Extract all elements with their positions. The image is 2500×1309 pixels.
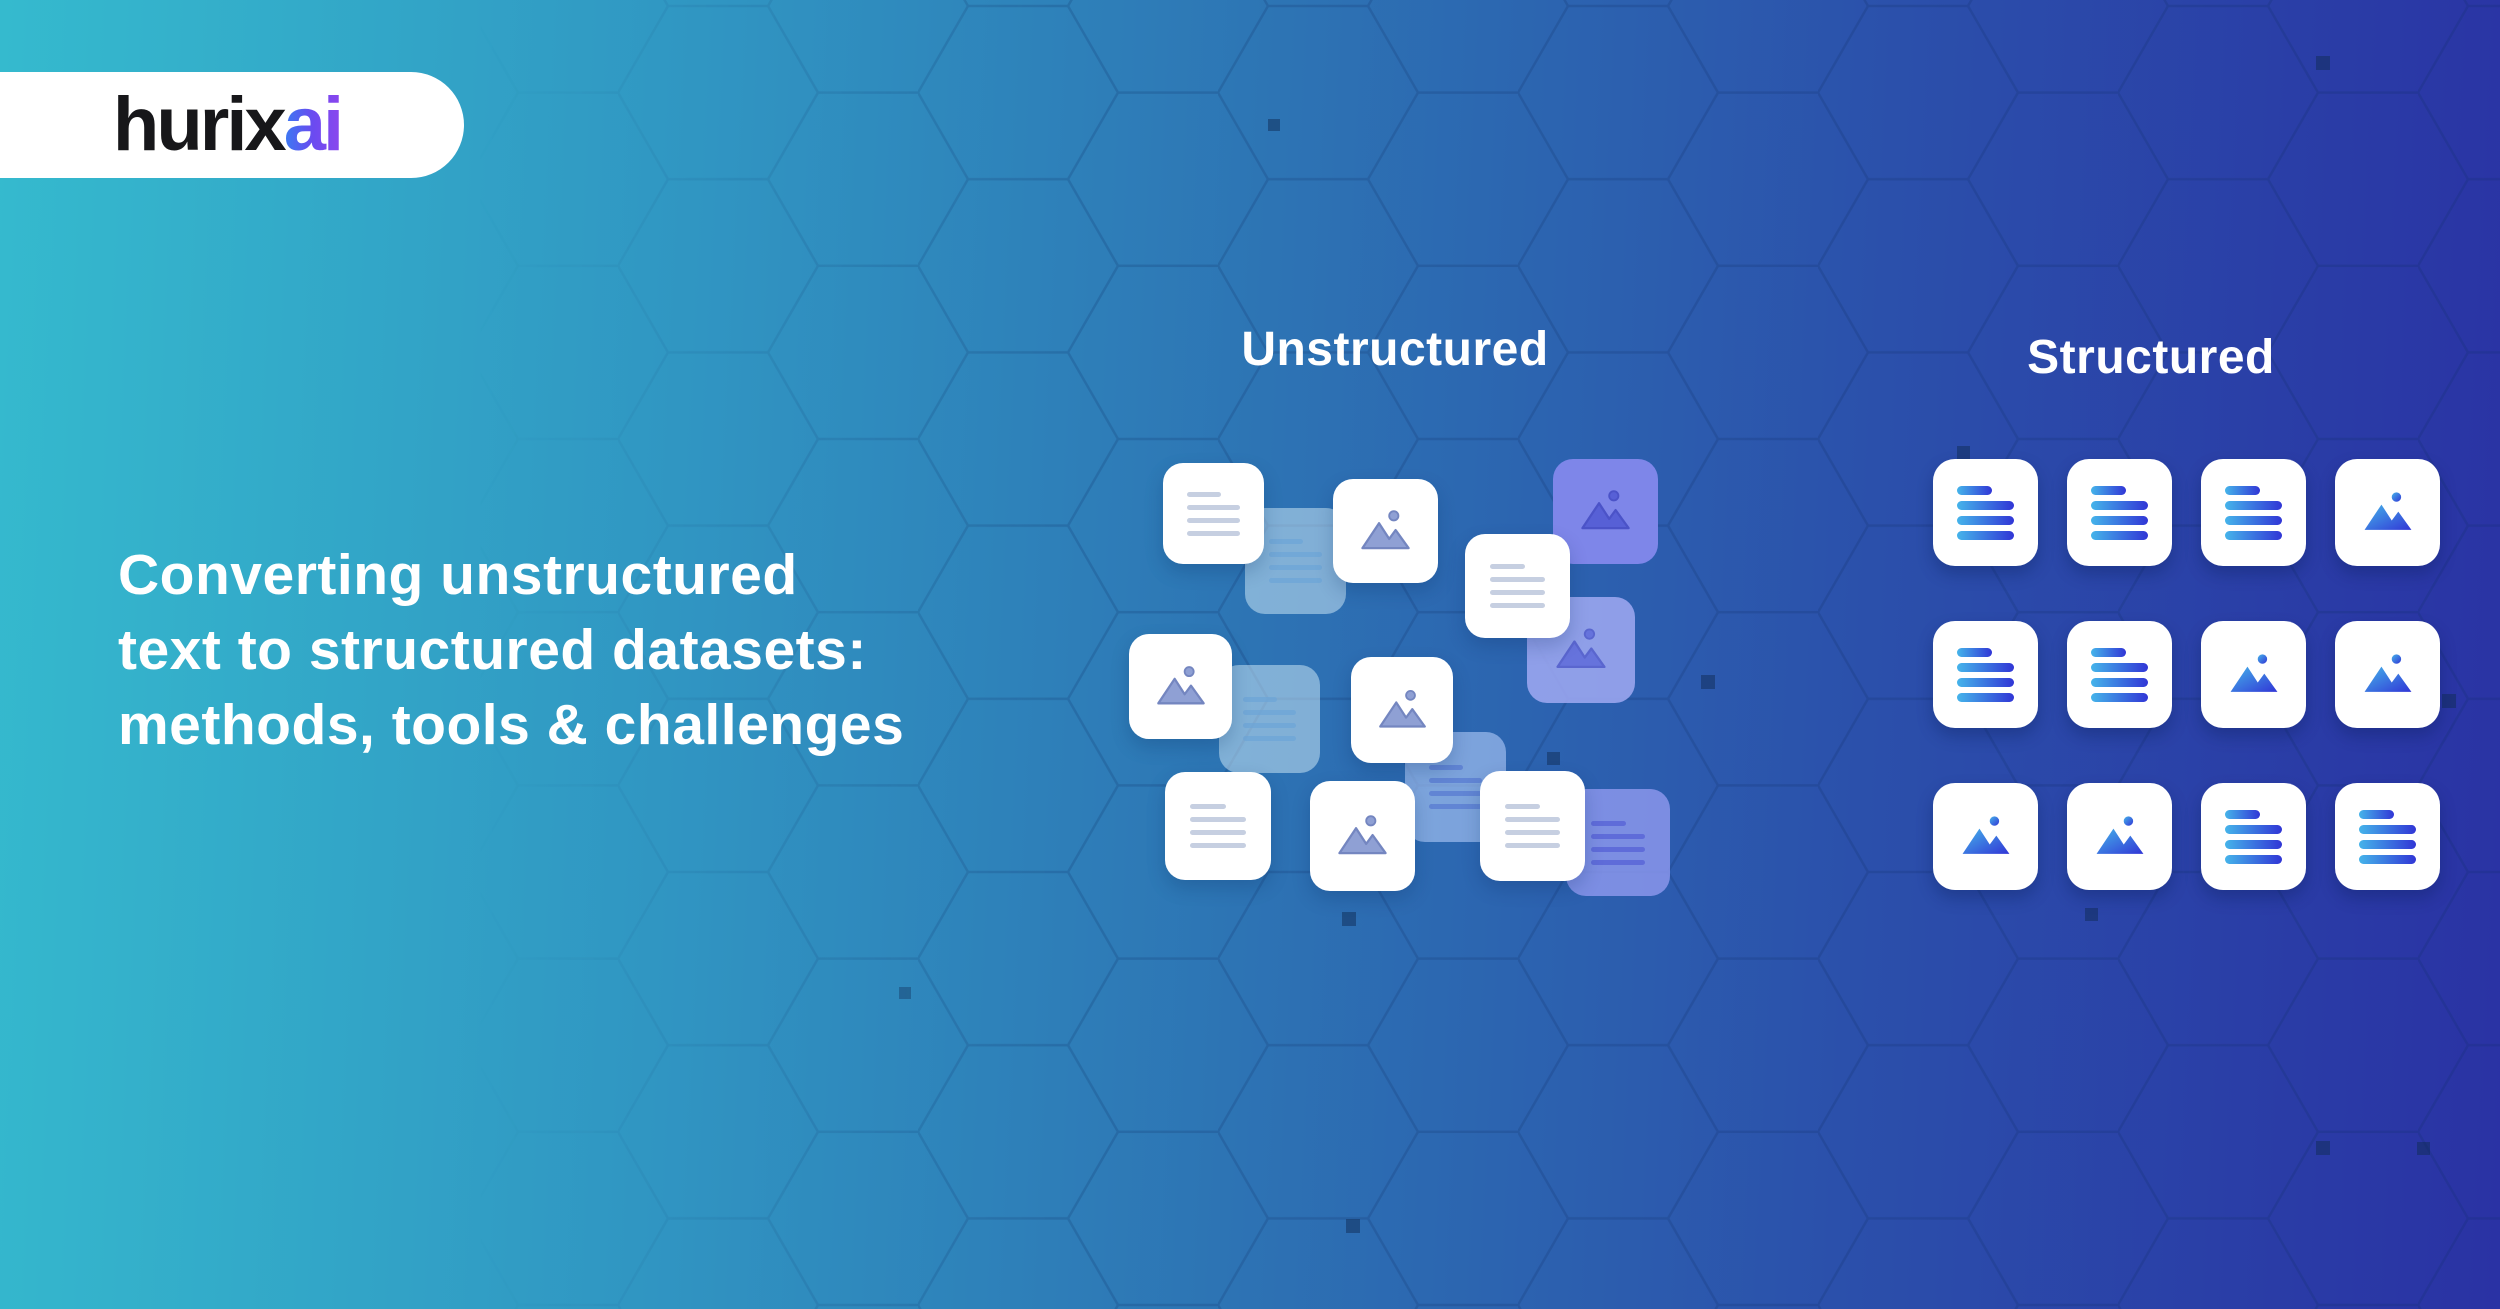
text-lines-icon <box>1956 645 2015 705</box>
text-lines-icon <box>1956 483 2015 543</box>
title-line-1: Converting unstructured <box>118 543 798 607</box>
image-icon <box>2364 653 2411 692</box>
unstructured-card-text <box>1219 665 1320 773</box>
structured-card-text <box>1933 459 2038 566</box>
image-icon <box>1378 689 1426 728</box>
image-icon <box>2230 653 2277 692</box>
unstructured-card-image <box>1129 634 1232 739</box>
structured-card-image <box>2067 783 2172 890</box>
text-lines-icon <box>1590 817 1646 869</box>
structured-card-image <box>2335 459 2440 566</box>
structured-card-text <box>2335 783 2440 890</box>
brand-name: hurix <box>112 82 287 167</box>
text-lines-icon <box>2090 483 2149 543</box>
text-lines-icon <box>2224 483 2283 543</box>
image-icon <box>1581 490 1630 530</box>
structured-card-text <box>2201 459 2306 566</box>
structured-card-text <box>2201 783 2306 890</box>
unstructured-card-image <box>1333 479 1438 583</box>
text-lines-icon <box>1429 761 1482 813</box>
unstructured-label: Unstructured <box>1241 323 1549 376</box>
structured-card-image <box>2335 621 2440 728</box>
structured-card-text <box>2067 621 2172 728</box>
logo-pill: hurixai <box>0 72 464 178</box>
text-lines-icon <box>1269 535 1322 587</box>
structured-card-text <box>2067 459 2172 566</box>
structured-card-text <box>1933 621 2038 728</box>
text-lines-icon <box>1187 488 1240 540</box>
image-icon <box>1338 814 1387 854</box>
image-icon <box>2096 815 2143 854</box>
unstructured-card-text <box>1165 772 1271 880</box>
unstructured-card-text <box>1465 534 1570 638</box>
image-icon <box>1962 815 2009 854</box>
title-line-2: text to structured datasets: <box>118 618 867 682</box>
text-lines-icon <box>1243 693 1296 745</box>
title-line-3: methods, tools & challenges <box>118 693 905 757</box>
unstructured-card-text <box>1480 771 1585 881</box>
hexagon-node-dots <box>899 56 2456 1233</box>
unstructured-card-image <box>1310 781 1415 891</box>
text-lines-icon <box>2090 645 2149 705</box>
unstructured-card-image <box>1351 657 1453 763</box>
text-lines-icon <box>2224 807 2283 867</box>
image-icon <box>1556 628 1606 669</box>
structured-card-image <box>1933 783 2038 890</box>
page-title: Converting unstructured text to structur… <box>118 538 1118 763</box>
unstructured-card-text <box>1163 463 1264 564</box>
image-icon <box>2364 491 2411 530</box>
text-lines-icon <box>2358 807 2417 867</box>
structured-label: Structured <box>2027 331 2275 384</box>
text-lines-icon <box>1190 800 1246 852</box>
brand-accent: ai <box>283 82 344 167</box>
text-lines-icon <box>1490 560 1545 612</box>
structured-card-image <box>2201 621 2306 728</box>
unstructured-card-image <box>1553 459 1658 564</box>
text-lines-icon <box>1505 800 1560 852</box>
brand-logo: hurixai <box>113 87 344 163</box>
image-icon <box>1361 509 1410 549</box>
image-icon <box>1156 665 1205 704</box>
